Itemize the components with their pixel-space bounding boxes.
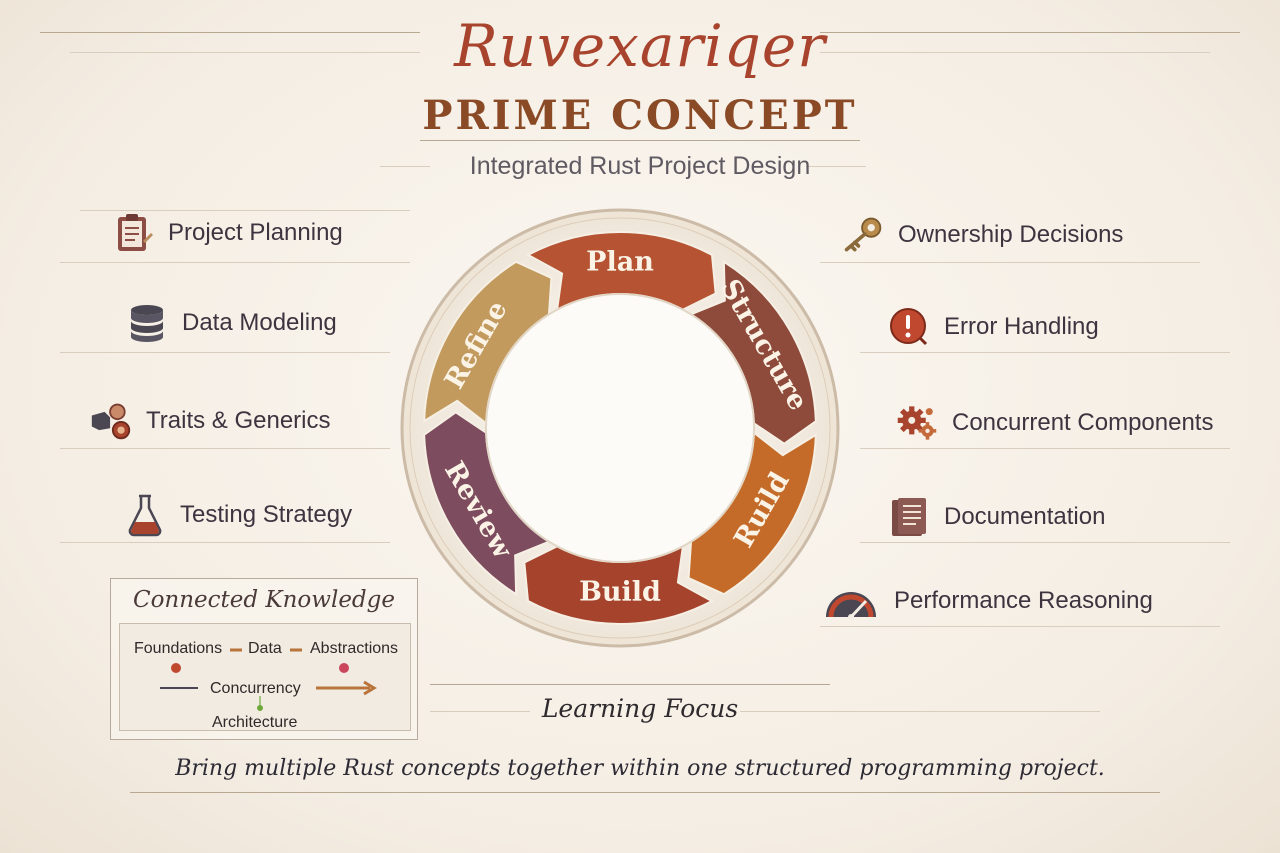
knowledge-map: Foundations Data Abstractions Concurrenc…: [119, 623, 411, 731]
topic-performance-reasoning: Performance Reasoning: [822, 580, 1153, 622]
database-icon: [126, 302, 168, 344]
gauge-icon: [822, 580, 880, 622]
topic-documentation: Documentation: [888, 496, 1105, 538]
topic-label: Documentation: [944, 503, 1106, 530]
topic-label: Performance Reasoning: [894, 587, 1153, 614]
right-row-rule-5: [820, 626, 1220, 627]
page-tagline: Integrated Rust Project Design: [469, 152, 811, 180]
topic-label: Testing Strategy: [180, 501, 353, 528]
topic-label: Traits & Generics: [146, 407, 331, 434]
header-rule-left-2: [70, 52, 420, 53]
page-title: Ruvexariqer: [454, 12, 826, 80]
right-row-rule-4: [860, 542, 1230, 543]
bottom-rule: [130, 792, 1160, 793]
left-row-rule-3: [60, 352, 390, 353]
header-rule-left: [40, 32, 420, 33]
topic-concurrent-components: Concurrent Components: [896, 402, 1213, 444]
learning-focus-description: Bring multiple Rust concepts together wi…: [175, 756, 1105, 781]
gears-icon: [896, 402, 938, 444]
connected-knowledge-heading: Connected Knowledge: [132, 587, 395, 613]
focus-rule-left: [430, 684, 830, 685]
focus-rule-left-2: [430, 711, 530, 712]
tagline-rule-left: [380, 166, 430, 167]
topic-project-planning: Project Planning: [112, 212, 343, 254]
topic-testing-strategy: Testing Strategy: [124, 494, 353, 537]
cycle-label-plan: Plan: [586, 247, 654, 278]
document-icon: [888, 496, 930, 538]
topic-error-handling: Error Handling: [888, 306, 1099, 348]
node-architecture: Architecture: [212, 714, 298, 731]
right-row-rule-2: [860, 352, 1230, 353]
topic-data-modeling: Data Modeling: [126, 302, 337, 344]
topic-label: Concurrent Components: [952, 409, 1214, 436]
traits-icon: [90, 400, 132, 442]
connected-knowledge-panel: Connected Knowledge Foundations Data Abs…: [110, 578, 418, 740]
right-row-rule-1: [820, 262, 1200, 263]
focus-rule-right-2: [740, 711, 1100, 712]
header-rule-right-2: [820, 52, 1210, 53]
node-data: Data: [248, 640, 282, 657]
knowledge-connectors: [160, 648, 377, 711]
cycle-label-build: Build: [579, 577, 661, 608]
left-row-rule-5: [60, 542, 390, 543]
flask-icon: [124, 494, 166, 537]
learning-focus-heading: Learning Focus: [541, 694, 739, 723]
header-rule-right: [820, 32, 1240, 33]
topic-label: Data Modeling: [182, 309, 337, 336]
clipboard-icon: [112, 212, 154, 254]
node-foundations: Foundations: [134, 640, 223, 657]
topic-traits-generics: Traits & Generics: [90, 400, 331, 442]
topic-ownership-decisions: Ownership Decisions: [842, 214, 1123, 256]
topic-label: Error Handling: [944, 313, 1099, 340]
key-icon: [842, 214, 884, 256]
subtitle-rule: [420, 140, 860, 141]
topic-label: Ownership Decisions: [898, 221, 1124, 248]
tagline-rule-right: [806, 166, 866, 167]
alert-icon: [888, 306, 930, 348]
cycle-center: [485, 293, 755, 563]
page-subtitle: PRIME CONCEPT: [422, 92, 858, 139]
topic-label: Project Planning: [168, 219, 343, 246]
node-abstractions: Abstractions: [310, 640, 399, 657]
left-row-rule-4: [60, 448, 390, 449]
left-row-rule-1: [80, 210, 410, 211]
node-concurrency: Concurrency: [210, 680, 301, 697]
left-row-rule-2: [60, 262, 410, 263]
right-row-rule-3: [860, 448, 1230, 449]
